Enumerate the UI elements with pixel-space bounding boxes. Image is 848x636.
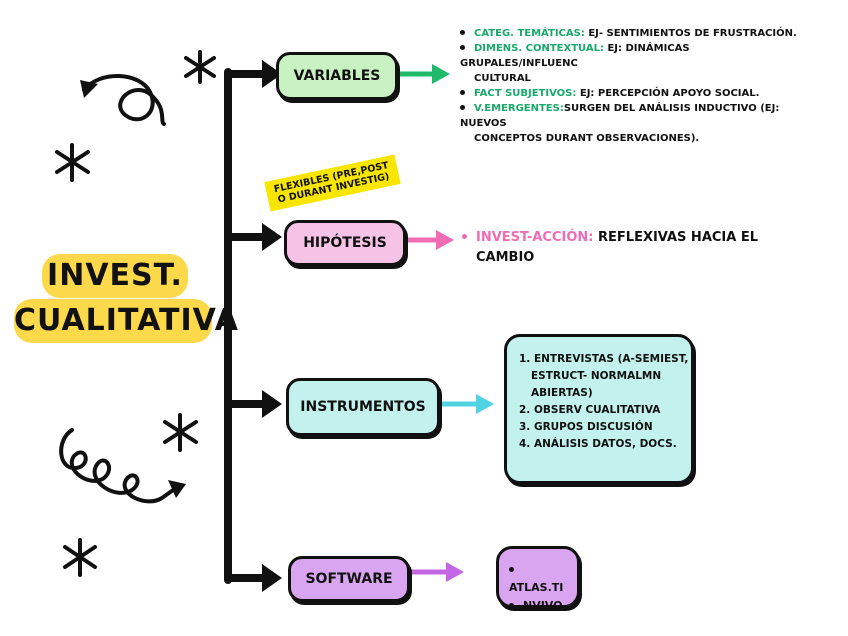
instrumentos-item: 1. ENTREVISTAS (A-SEMIEST, xyxy=(519,353,689,365)
bullet-dot xyxy=(509,602,514,608)
node-instrumentos: INSTRUMENTOS xyxy=(286,378,440,436)
node-variables: VARIABLES xyxy=(276,52,398,100)
star-doodle-4 xyxy=(63,538,97,577)
branch-arrowhead-instrumentos xyxy=(262,390,282,418)
arrow-instrumentos-head xyxy=(476,394,494,414)
hipotesis-note: INVEST-ACCIÓN: REFLEXIVAS HACIA EL CAMBI… xyxy=(462,228,762,268)
instrumentos-box: 1. ENTREVISTAS (A-SEMIEST, ESTRUCT- NORM… xyxy=(504,334,694,484)
variables-item-text: EJ: PERCEPCIÓN APOYO SOCIAL. xyxy=(576,88,760,99)
star-doodle-1 xyxy=(184,50,216,84)
hipotesis-note-key: INVEST-ACCIÓN: xyxy=(476,230,594,245)
hipotesis-note-text: REFLEXIVAS HACIA EL xyxy=(593,230,759,245)
variables-item-text: EJ: DINÁMICAS GRUPALES/INFLUENC xyxy=(460,43,690,69)
swirl-doodle-top xyxy=(82,74,166,126)
variables-item-key: DIMENS. CONTEXTUAL: xyxy=(474,43,604,54)
variables-item-cont: CULTURAL xyxy=(474,73,531,84)
instrumentos-item: ESTRUCT- NORMALMN ABIERTAS) xyxy=(531,370,662,399)
title-line-1: INVEST. xyxy=(42,254,188,298)
software-item-label: ATLAS.TI xyxy=(509,581,564,594)
variables-item-key: FACT SUBJETIVOS: xyxy=(474,88,577,99)
instrumentos-item: 4. ANÁLISIS DATOS, DOCS. xyxy=(519,438,677,450)
swirl-doodle-top-head xyxy=(80,80,98,98)
node-software: SOFTWARE xyxy=(288,556,410,602)
variables-list: CATEG. TEMÁTICAS: EJ- SENTIMIENTOS DE FR… xyxy=(460,26,810,146)
software-box: ATLAS.TI NVIVO xyxy=(496,546,580,612)
title-line-2: CUALITATIVA xyxy=(14,299,238,343)
software-item: ATLAS.TI xyxy=(509,561,577,597)
bullet-dot xyxy=(462,234,467,239)
bullet-dot xyxy=(460,104,465,110)
instrumentos-item: 3. GRUPOS DISCUSIÓN xyxy=(519,421,653,433)
variables-item: FACT SUBJETIVOS: EJ: PERCEPCIÓN APOYO SO… xyxy=(460,86,810,101)
variables-item-text: SURGEN DEL ANÁLISIS INDUCTIVO (EJ: NUEVO… xyxy=(460,103,780,129)
bullet-dot xyxy=(460,44,465,50)
star-doodle-3 xyxy=(163,413,198,452)
arrow-hipotesis-head xyxy=(436,230,454,250)
variables-item-key: V.EMERGENTES: xyxy=(474,103,564,114)
instrumentos-item: 2. OBSERV CUALITATIVA xyxy=(519,404,661,416)
bullet-dot xyxy=(460,29,465,35)
variables-item-key: CATEG. TEMÁTICAS: xyxy=(474,28,585,39)
star-doodle-2 xyxy=(55,143,90,182)
variables-item-text: EJ- SENTIMIENTOS DE FRUSTRACIÓN. xyxy=(584,28,797,39)
arrow-variables-head xyxy=(432,64,450,84)
software-item: NVIVO xyxy=(509,597,577,615)
branch-arrowhead-software xyxy=(262,564,282,592)
variables-item: CATEG. TEMÁTICAS: EJ- SENTIMIENTOS DE FR… xyxy=(460,26,810,41)
variables-item: V.EMERGENTES:SURGEN DEL ANÁLISIS INDUCTI… xyxy=(460,101,810,131)
coil-doodle-arrowhead xyxy=(168,480,186,498)
node-hipotesis: HIPÓTESIS xyxy=(284,220,406,266)
branch-arrowhead-hipotesis xyxy=(262,223,282,251)
variables-item-cont: CONCEPTOS DURANT OBSERVACIONES). xyxy=(474,133,700,144)
hipotesis-note-line: INVEST-ACCIÓN: REFLEXIVAS HACIA EL xyxy=(462,228,762,248)
bullet-dot xyxy=(509,566,514,572)
variables-item: DIMENS. CONTEXTUAL: EJ: DINÁMICAS GRUPAL… xyxy=(460,41,810,71)
arrow-software-head xyxy=(446,562,464,582)
branch-arrowhead-variables xyxy=(262,60,282,88)
hipotesis-note-cont: CAMBIO xyxy=(476,250,535,265)
bullet-dot xyxy=(460,89,465,95)
coil-doodle-bottom xyxy=(59,428,178,504)
software-item-label: NVIVO xyxy=(523,599,563,612)
